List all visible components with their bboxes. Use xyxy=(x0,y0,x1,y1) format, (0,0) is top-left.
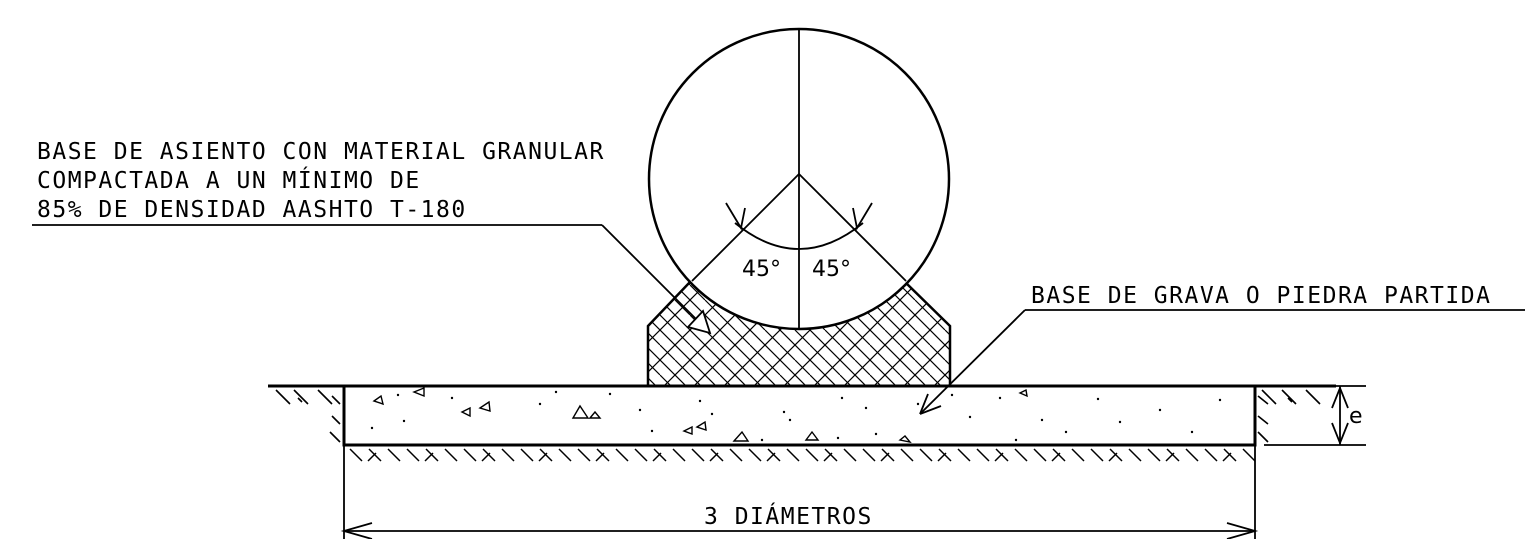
hatch-mark xyxy=(424,452,434,462)
hatch-mark xyxy=(615,448,629,462)
hatch-mark xyxy=(976,448,990,462)
hatch-mark xyxy=(1222,452,1232,462)
gravel-note-label: BASE DE GRAVA O PIEDRA PARTIDA xyxy=(1031,283,1491,309)
hatch-mark xyxy=(1165,452,1175,462)
hatch-mark xyxy=(766,452,776,462)
aggregate-symbols xyxy=(372,386,1028,444)
bedding-note-line-1: BASE DE ASIENTO CON MATERIAL GRANULAR xyxy=(37,139,605,165)
hatch-mark xyxy=(444,448,458,462)
hatch-mark xyxy=(843,448,857,462)
hatch-mark xyxy=(481,452,491,462)
hatch-mark xyxy=(501,448,515,462)
hatch-mark xyxy=(748,448,762,462)
angle-label-right: 45° xyxy=(812,257,851,282)
angle-arc xyxy=(734,222,864,250)
hatch-mark xyxy=(900,448,914,462)
hatch-mark xyxy=(1014,448,1028,462)
hatch-mark xyxy=(558,448,572,462)
trench-bottom-hatch xyxy=(349,448,1256,462)
hatch-mark xyxy=(367,452,377,462)
hatch-mark xyxy=(1185,448,1199,462)
hatch-mark xyxy=(862,448,876,462)
angle-line-left xyxy=(691,173,800,282)
arc-arrow-left xyxy=(725,202,746,231)
hatch-mark xyxy=(387,448,401,462)
bedding-note-leader xyxy=(32,224,712,335)
bedding-note-line-3: 85% DE DENSIDAD AASHTO T-180 xyxy=(37,197,467,223)
hatch-mark xyxy=(652,452,662,462)
hatch-mark xyxy=(805,448,819,462)
hatch-mark xyxy=(1090,448,1104,462)
hatch-mark xyxy=(520,448,534,462)
hatch-mark xyxy=(538,452,548,462)
hatch-mark xyxy=(691,448,705,462)
pipe-cross-section: 45° 45° xyxy=(647,27,951,331)
hatch-mark xyxy=(880,452,890,462)
bedding-note-line-2: COMPACTADA A UN MÍNIMO DE xyxy=(37,166,421,194)
hatch-mark xyxy=(957,448,971,462)
hatch-mark xyxy=(595,452,605,462)
gravel-note-leader xyxy=(919,309,1525,415)
arc-arrow-right xyxy=(852,202,873,231)
hatch-mark xyxy=(1147,448,1161,462)
width-dimension-label: 3 DIÁMETROS xyxy=(704,502,873,530)
hatch-mark xyxy=(672,448,686,462)
hatch-mark xyxy=(1108,452,1118,462)
hatch-mark xyxy=(786,448,800,462)
width-dimension xyxy=(340,445,1259,539)
gravel-base xyxy=(342,384,1257,447)
thickness-label: e xyxy=(1349,404,1363,429)
hatch-mark xyxy=(463,448,477,462)
hatch-mark xyxy=(577,448,591,462)
hatch-mark xyxy=(994,452,1004,462)
hatch-mark xyxy=(349,448,363,462)
thickness-dimension xyxy=(1264,385,1366,446)
hatch-mark xyxy=(823,452,833,462)
sand-dots xyxy=(370,390,1222,442)
hatch-mark xyxy=(919,448,933,462)
hatch-mark xyxy=(1204,448,1218,462)
hatch-mark xyxy=(937,452,947,462)
hatch-mark xyxy=(1128,448,1142,462)
hatch-mark xyxy=(1051,452,1061,462)
angle-line-right xyxy=(798,173,907,282)
hatch-mark xyxy=(1242,448,1256,462)
hatch-mark xyxy=(1033,448,1047,462)
angle-label-left: 45° xyxy=(742,257,781,282)
hatch-mark xyxy=(1071,448,1085,462)
hatch-mark xyxy=(634,448,648,462)
hatch-mark xyxy=(729,448,743,462)
hatch-mark xyxy=(406,448,420,462)
hatch-mark xyxy=(709,452,719,462)
